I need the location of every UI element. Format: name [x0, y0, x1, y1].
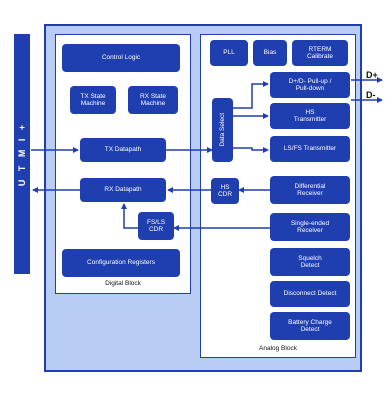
- rx-datapath-block: RX Datapath: [80, 178, 166, 202]
- pullup-pulldown-block: D+/D- Pull-up / Pull-down: [270, 72, 350, 98]
- lsfs-transmitter-block: LS/FS Transmitter: [270, 136, 350, 162]
- battery-charge-detect-block: Battery Charge Detect: [270, 312, 350, 340]
- hs-transmitter-block: HS Transmitter: [270, 103, 350, 129]
- data-select-block: Data Select: [212, 98, 233, 162]
- analog-block-caption: Analog Block: [259, 345, 297, 352]
- digital-block-caption: Digital Block: [105, 280, 141, 287]
- utmi-interface-bar: U T M I +: [14, 34, 30, 274]
- single-ended-receiver-block: Single-ended Receiver: [270, 213, 350, 241]
- fsls-cdr-block: FS/LS CDR: [138, 212, 174, 240]
- rx-state-machine-block: RX State Machine: [128, 86, 178, 114]
- hs-cdr-block: HS CDR: [211, 178, 239, 204]
- disconnect-detect-block: Disconnect Detect: [270, 281, 350, 307]
- tx-state-machine-block: TX State Machine: [70, 86, 116, 114]
- control-logic-block: Control Logic: [62, 44, 180, 72]
- data-select-label: Data Select: [218, 113, 226, 147]
- pll-block: PLL: [210, 40, 248, 66]
- dplus-pin-label: D+: [366, 70, 378, 80]
- dminus-pin-label: D-: [366, 90, 376, 100]
- wire-dataselect-to-fstx: [233, 147, 269, 153]
- rterm-calibrate-block: RTERM Calibrate: [292, 40, 348, 66]
- differential-receiver-block: Differential Receiver: [270, 176, 350, 204]
- tx-datapath-block: TX Datapath: [80, 138, 166, 162]
- squelch-detect-block: Squelch Detect: [270, 248, 350, 276]
- bias-block: Bias: [253, 40, 287, 66]
- configuration-registers-block: Configuration Registers: [62, 249, 180, 277]
- wire-dataselect-to-pullup: [233, 81, 269, 109]
- wire-fscdr-to-rx: [121, 203, 138, 229]
